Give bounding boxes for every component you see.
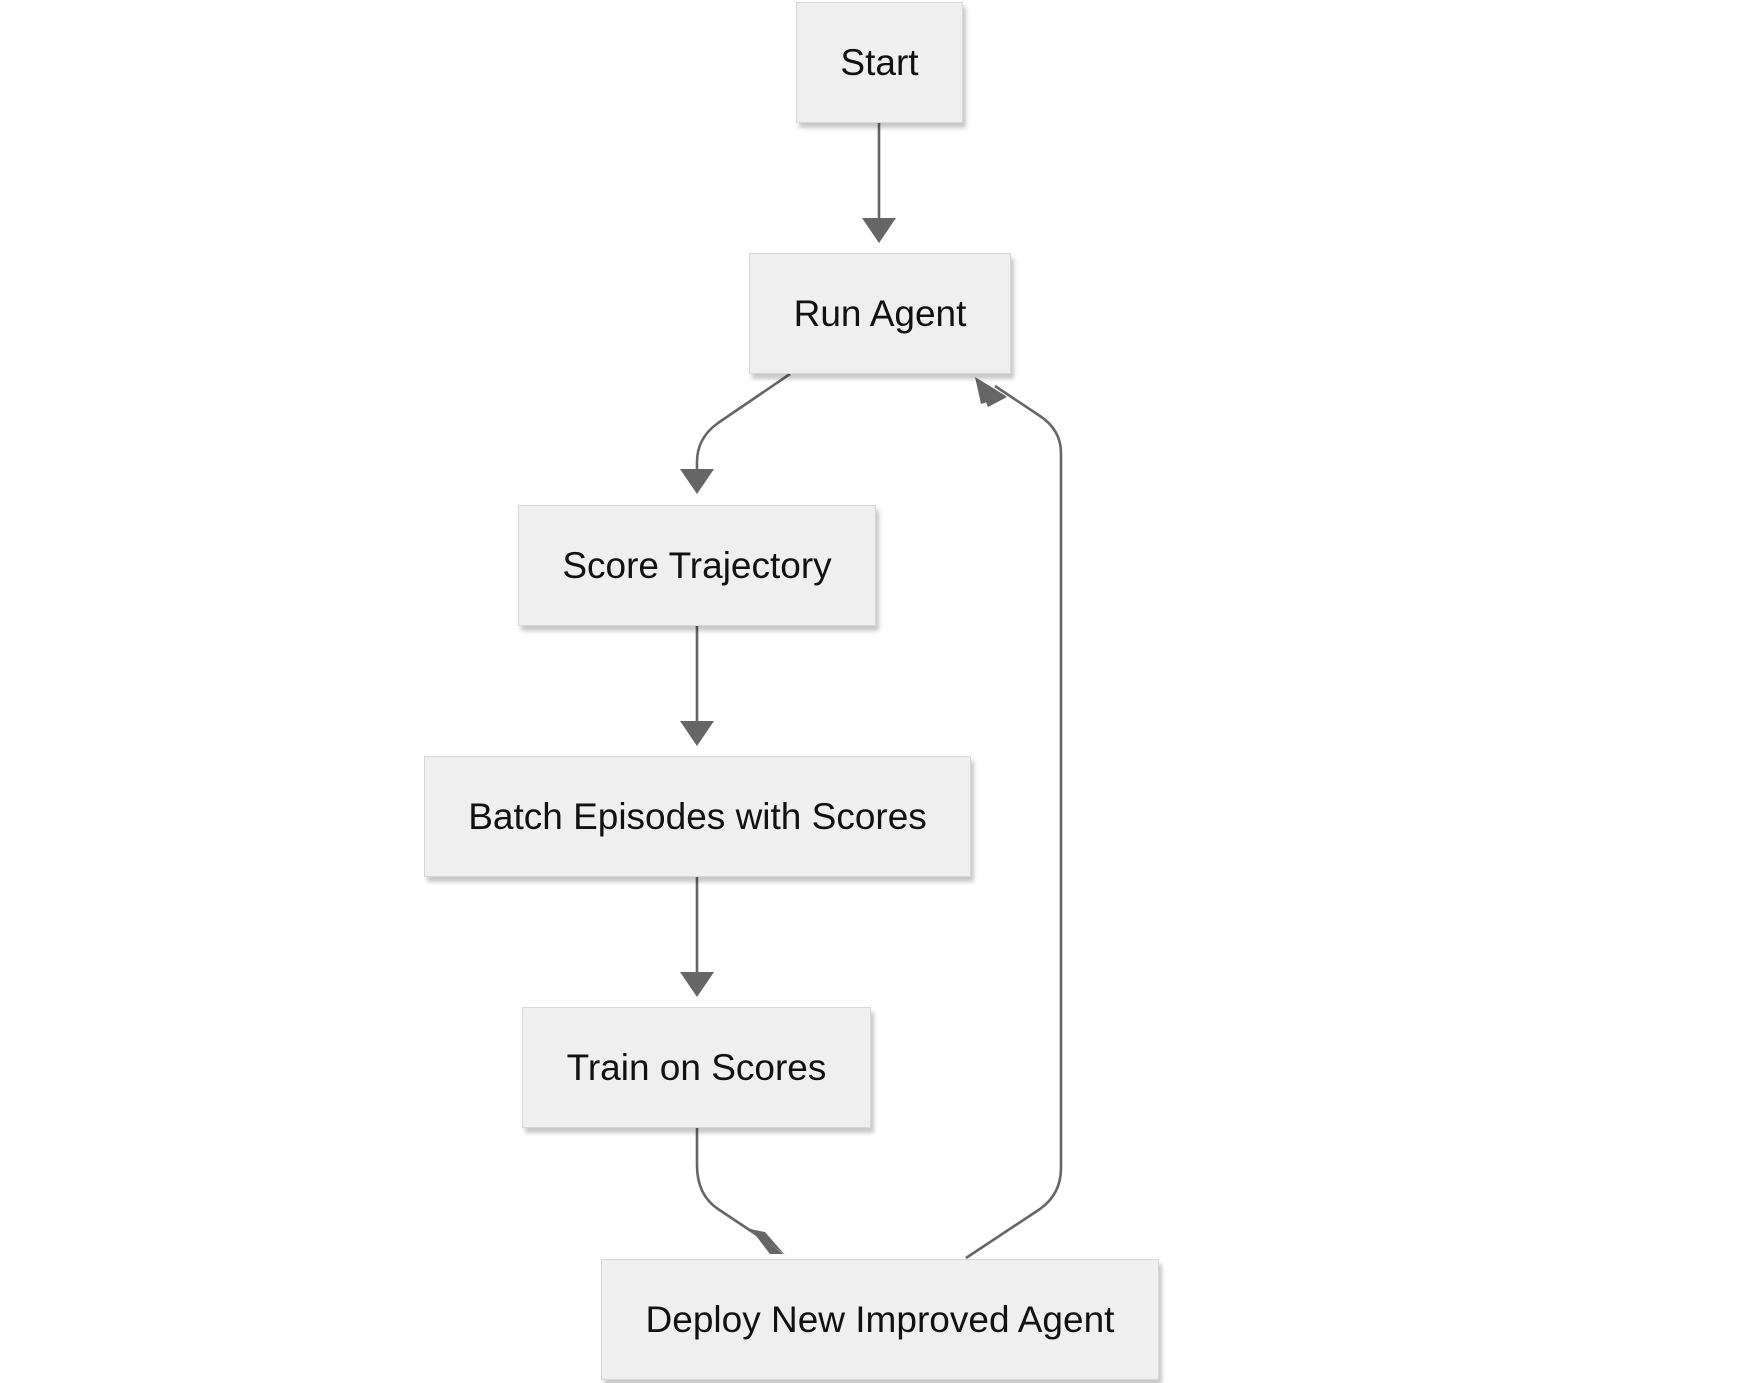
edge-start-to-run-agent	[862, 123, 896, 243]
node-label: Deploy New Improved Agent	[645, 1298, 1115, 1340]
arrowhead-fill	[750, 1229, 785, 1255]
node-deploy-agent: Deploy New Improved Agent	[601, 1259, 1159, 1380]
edge-deploy-agent-to-run-agent	[965, 377, 1063, 1260]
node-label: Train on Scores	[566, 1046, 827, 1088]
edge-score-trajectory-to-batch-episodes	[680, 626, 714, 746]
arrowhead-fill	[975, 377, 1006, 404]
node-label: Batch Episodes with Scores	[468, 795, 927, 837]
node-label: Start	[840, 41, 919, 83]
arrowhead	[680, 469, 714, 494]
arrowhead	[862, 218, 896, 243]
node-run-agent: Run Agent	[749, 253, 1011, 374]
node-start: Start	[796, 2, 963, 123]
node-label: Score Trajectory	[562, 544, 832, 586]
arrowhead	[680, 972, 714, 997]
arrowhead	[680, 721, 714, 746]
edge-batch-episodes-to-train-on-scores	[680, 877, 714, 997]
edge-train-on-scores-to-deploy-agent	[695, 1128, 785, 1255]
edge-run-agent-to-score-trajectory	[680, 372, 791, 494]
node-train-on-scores: Train on Scores	[522, 1007, 871, 1128]
node-batch-episodes: Batch Episodes with Scores	[424, 756, 971, 877]
node-label: Run Agent	[793, 292, 967, 334]
node-score-trajectory: Score Trajectory	[518, 505, 876, 626]
